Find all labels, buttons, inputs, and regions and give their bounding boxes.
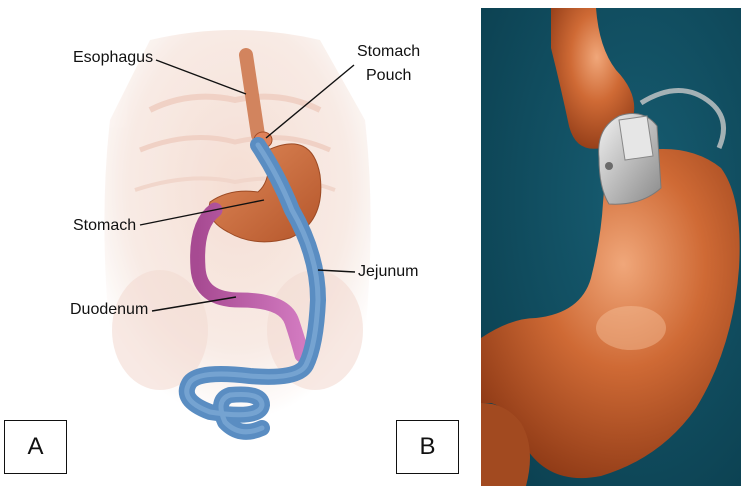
panel-b-illustration [481, 8, 741, 486]
panel-b-tag: B [396, 420, 459, 474]
stomach-pouch-label-line1: Stomach [357, 43, 420, 60]
panel-a-tag: A [4, 420, 67, 474]
stomach-pouch-label-line2: Pouch [366, 67, 411, 84]
stomach-label: Stomach [73, 217, 136, 234]
jejunum-label: Jejunum [358, 263, 418, 280]
duodenum-label: Duodenum [70, 301, 148, 318]
gastric-band [599, 114, 661, 205]
panel-a-illustration: Esophagus Stomach Pouch Stomach Jejunum … [0, 0, 470, 486]
band-buckle [605, 162, 613, 170]
stomach-highlight [596, 306, 666, 350]
esophagus-label: Esophagus [73, 49, 153, 66]
